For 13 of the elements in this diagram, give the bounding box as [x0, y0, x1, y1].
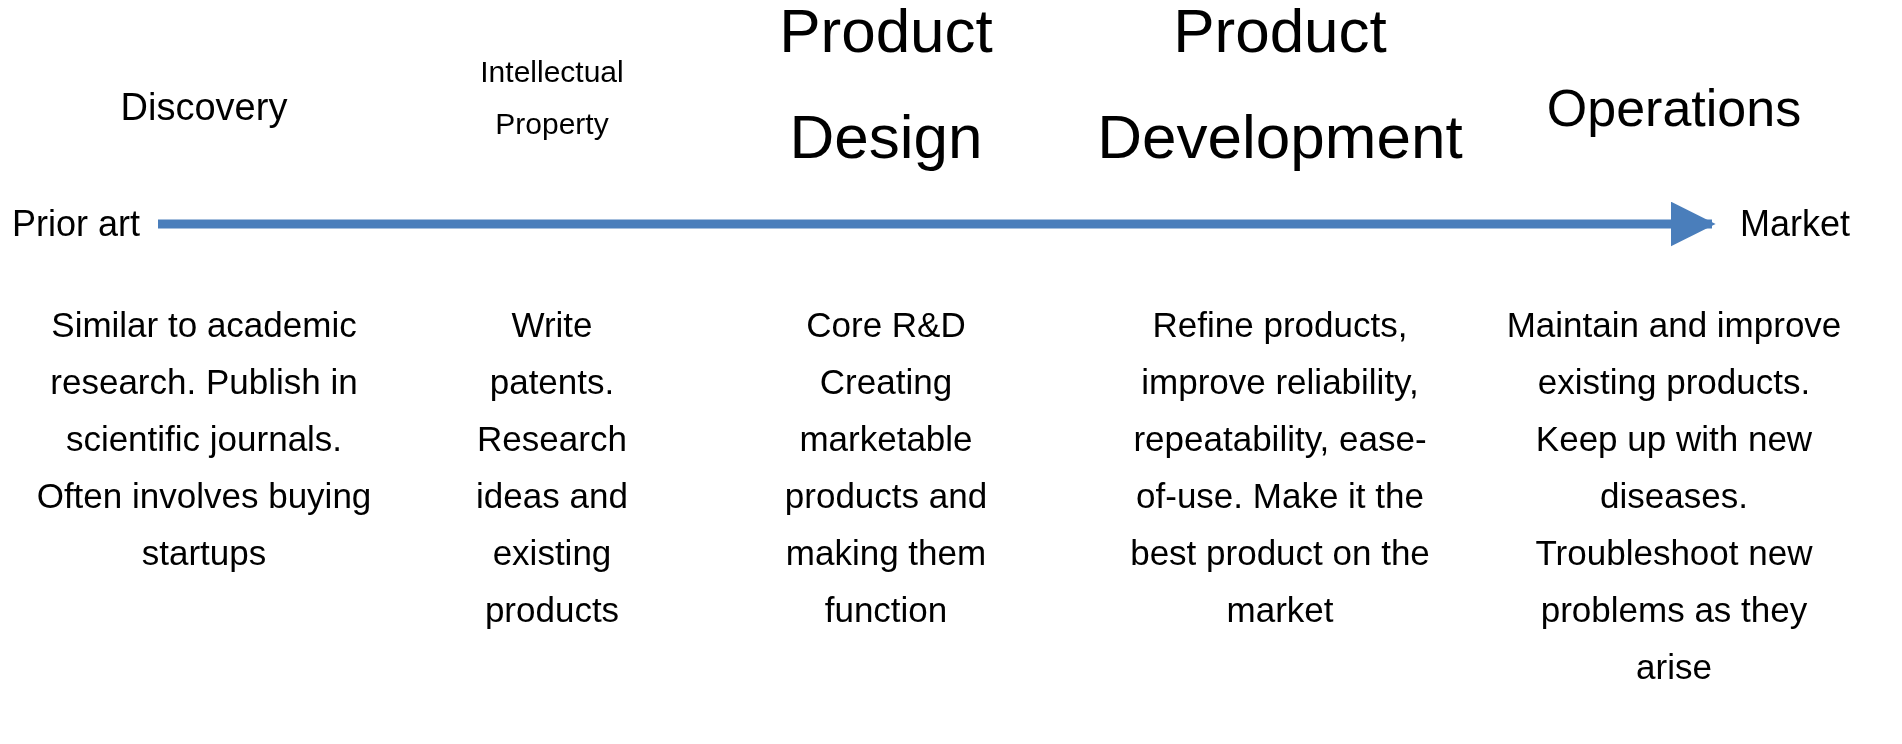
- stage-heading: Discovery: [119, 85, 289, 130]
- stage-description: Refine products, improve reliability, repeatability, ease-of-use. Make it the best product on the market: [1129, 304, 1431, 631]
- stage-description: Write patents. Research ideas and existing products: [475, 304, 629, 631]
- stage-description: Similar to academic research. Publish in scientific journals. Often involves buying startups: [35, 304, 373, 574]
- stage-heading: Operations: [1545, 78, 1803, 138]
- stage-description: Core R&D Creating marketable products and making them function: [783, 304, 989, 631]
- endpoint-label: Market: [1740, 202, 1851, 246]
- stage-heading: Intellectual Property: [479, 54, 625, 142]
- endpoint-label: Prior art: [12, 202, 141, 246]
- arrow: [158, 201, 1716, 247]
- stage-description: Maintain and improve existing products. Keep up with new diseases. Troubleshoot new problems as they arise: [1505, 304, 1843, 688]
- stage-heading: Product Development: [1096, 0, 1464, 173]
- stage-heading: Product Design: [778, 0, 994, 173]
